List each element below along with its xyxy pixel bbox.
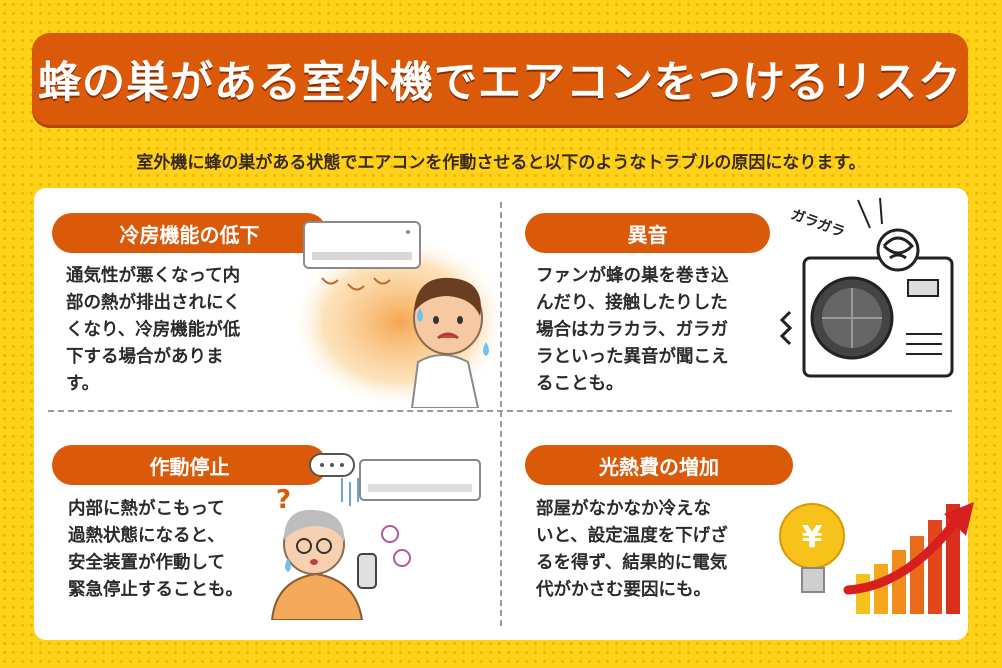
page-subtitle: 室外機に蜂の巣がある状態でエアコンを作動させると以下のようなトラブルの原因になり… [136,153,866,173]
outdoor-unit-with-nest-illustration: ガラガラ [779,197,954,378]
sound-lines [857,197,883,229]
sound-label: ガラガラ [789,207,847,241]
yen-bulb-rising-bars-illustration: ¥ [779,502,974,614]
section-body-operation-stop: 内部に熱がこもって 過熱状態になると、 安全装置が作動して 緊急停止することも。 [68,499,243,600]
section-heading-operation-stop: 作動停止 [52,445,327,485]
yen-icon: ¥ [802,520,823,555]
confused-woman-icon [270,509,364,620]
question-mark-icon: ? [276,485,291,515]
page-title: 蜂の巣がある室外機でエアコンをつけるリスク [38,58,962,108]
section-body-utility-cost-increase: 部屋がなかなか冷えな いと、設定温度を下げざ るを得ず、結果的に電気 代がかさむ… [536,499,728,600]
section-body-cooling-decline: 通気性が悪くなって内 部の熱が排出されにく くなり、冷房機能が低 下する場合があ… [66,266,241,394]
rising-arrow-icon [843,502,974,595]
section-heading-cooling-decline: 冷房機能の低下 [52,213,327,253]
vibration-lines [779,310,793,346]
light-bulb-icon: ¥ [779,503,845,593]
airflow-lines [321,277,391,291]
speech-bubble-icon [309,453,355,477]
vertical-divider [500,202,502,626]
horizontal-divider [48,410,952,412]
section-body-abnormal-noise: ファンが蜂の巣を巻き込 んだり、接触したりした 場合はカラカラ、ガラガ ラといっ… [536,266,729,394]
outdoor-unit-icon [802,256,954,378]
bee-nest-icon [876,228,920,272]
air-conditioner-hot-boy-illustration [290,221,498,408]
stopped-air-conditioner-icon [359,459,481,501]
air-conditioner-icon [303,221,421,269]
title-banner: 蜂の巣がある室外機でエアコンをつけるリスク [32,33,968,125]
cold-air-lines [341,478,359,506]
section-heading-abnormal-noise: 異音 [525,213,770,253]
rising-bars-icon [856,504,960,614]
sweating-boy-icon [410,277,489,408]
stopped-ac-confused-woman-illustration: ? [270,453,481,620]
section-heading-utility-cost-increase: 光熱費の増加 [525,445,793,485]
remote-control-icon [357,525,411,589]
